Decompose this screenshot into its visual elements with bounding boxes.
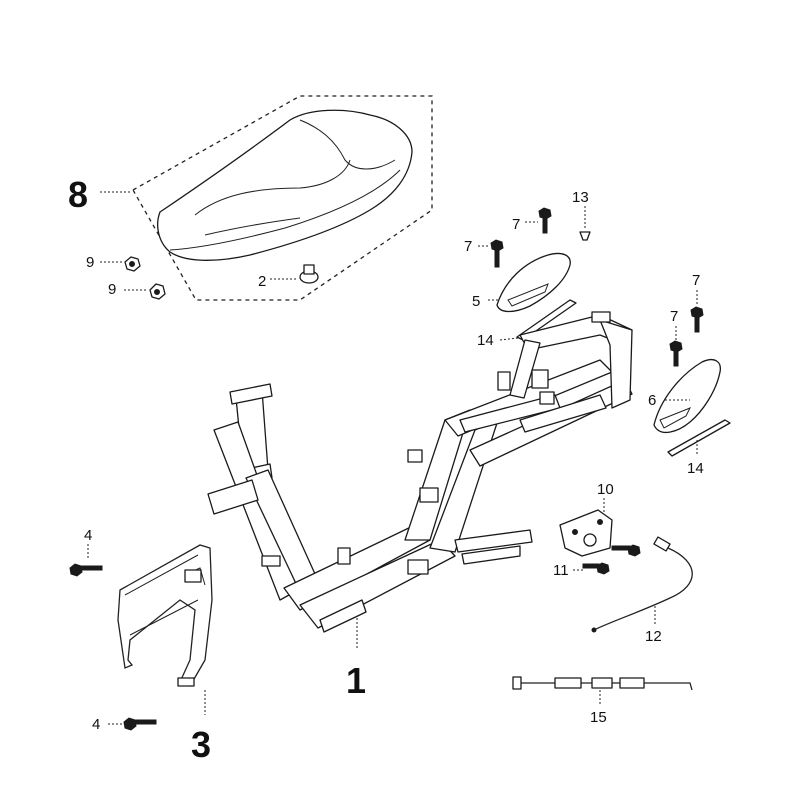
nut-9b xyxy=(124,283,166,300)
left-cover-group xyxy=(478,206,591,341)
seat-group xyxy=(100,95,433,301)
seat-nut xyxy=(270,264,319,284)
front-bracket-group xyxy=(69,544,213,731)
bracket-bolt-top xyxy=(69,544,103,577)
lock-bolt-a xyxy=(611,544,641,557)
seat-lock xyxy=(559,509,613,557)
seat-edge-line xyxy=(169,169,401,251)
right-cover xyxy=(653,358,721,434)
clip-13 xyxy=(579,206,591,241)
bolt-7c xyxy=(690,290,704,333)
bracket-bolt-bottom xyxy=(108,717,157,731)
callout-bracket-bolt-top: 4 xyxy=(84,527,92,544)
callout-clip-13: 13 xyxy=(572,189,589,206)
nut-9a xyxy=(100,256,141,272)
callout-lock-bolt: 11 xyxy=(553,562,569,579)
frame xyxy=(207,311,633,650)
seat-lock-group xyxy=(559,498,641,575)
callout-bolt-7c: 7 xyxy=(692,272,700,289)
right-cover-group xyxy=(653,290,731,457)
seat-side-line xyxy=(204,217,301,236)
callout-seat-lock: 10 xyxy=(597,481,614,498)
callout-left-cover: 5 xyxy=(472,293,480,310)
bolt-7b xyxy=(525,207,552,234)
callout-seat-cable: 12 xyxy=(645,628,662,645)
strip-14a xyxy=(516,299,577,341)
callout-strip-14b: 14 xyxy=(687,460,704,477)
seat xyxy=(157,109,413,261)
callout-nut-9a: 9 xyxy=(86,254,94,271)
bolt-7d xyxy=(669,326,683,367)
lock-bolt xyxy=(573,562,610,575)
callout-nut-9b: 9 xyxy=(108,281,116,298)
callout-front-bracket: 3 xyxy=(191,724,211,765)
callout-bracket-bolt-bottom: 4 xyxy=(92,716,100,733)
front-bracket xyxy=(117,544,213,687)
callout-bolt-7b: 7 xyxy=(512,216,520,233)
callout-strip-14a: 14 xyxy=(477,332,494,349)
left-cover xyxy=(496,252,571,313)
callout-bolt-7a: 7 xyxy=(464,238,472,255)
callout-labels: 8 2 9 9 7 7 13 5 14 7 7 6 14 10 11 12 15… xyxy=(68,174,704,765)
callout-right-cover: 6 xyxy=(648,392,656,409)
callout-bolt-7d: 7 xyxy=(670,308,678,325)
seat-back-line xyxy=(299,119,396,170)
callout-seat: 8 xyxy=(68,174,88,215)
seat-front-line xyxy=(194,159,351,216)
seat-cable xyxy=(591,536,693,633)
release-cable xyxy=(512,676,693,704)
callout-seat-nut: 2 xyxy=(258,273,266,290)
callout-release-cable: 15 xyxy=(590,709,607,726)
bolt-7a xyxy=(478,239,504,268)
strip-14b xyxy=(667,419,731,457)
callout-frame: 1 xyxy=(346,660,366,701)
